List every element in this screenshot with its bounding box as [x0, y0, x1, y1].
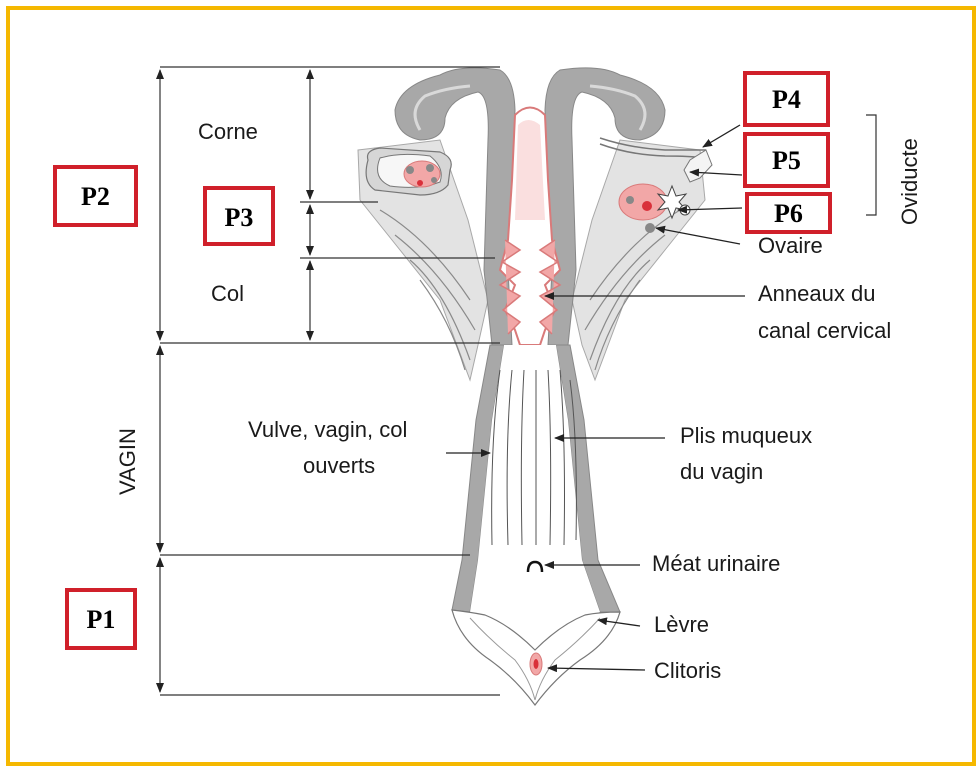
- marker-p5-label: P5: [772, 146, 801, 175]
- label-corne: Corne: [198, 119, 258, 144]
- label-anneaux-line1: Anneaux du: [758, 281, 875, 306]
- right-broad-ligament: [572, 140, 705, 380]
- label-col: Col: [211, 281, 244, 306]
- marker-p2-label: P2: [81, 182, 110, 211]
- label-vagin-axis: VAGIN: [115, 428, 140, 495]
- left-adnexa: [366, 148, 451, 195]
- label-oviducte: Oviducte: [897, 138, 922, 225]
- marker-p2: P2: [55, 167, 136, 225]
- marker-p4-label: P4: [772, 85, 801, 114]
- label-vulve-line2: ouverts: [303, 453, 375, 478]
- label-plis-line2: du vagin: [680, 459, 763, 484]
- right-ovary: [619, 184, 667, 220]
- marker-p3: P3: [205, 188, 273, 244]
- marker-p6: P6: [747, 194, 830, 232]
- label-clitoris: Clitoris: [654, 658, 721, 683]
- marker-p4: P4: [745, 73, 828, 125]
- marker-p5: P5: [745, 134, 828, 186]
- label-ovaire: Ovaire: [758, 233, 823, 258]
- marker-p3-label: P3: [225, 203, 254, 232]
- marker-p6-label: P6: [774, 199, 803, 228]
- marker-p1-label: P1: [87, 605, 116, 634]
- marker-p1: P1: [67, 590, 135, 648]
- label-vulve-line1: Vulve, vagin, col: [248, 417, 407, 442]
- label-anneaux-line2: canal cervical: [758, 318, 891, 343]
- label-levre: Lèvre: [654, 612, 709, 637]
- label-meat: Méat urinaire: [652, 551, 780, 576]
- label-plis-line1: Plis muqueux: [680, 423, 812, 448]
